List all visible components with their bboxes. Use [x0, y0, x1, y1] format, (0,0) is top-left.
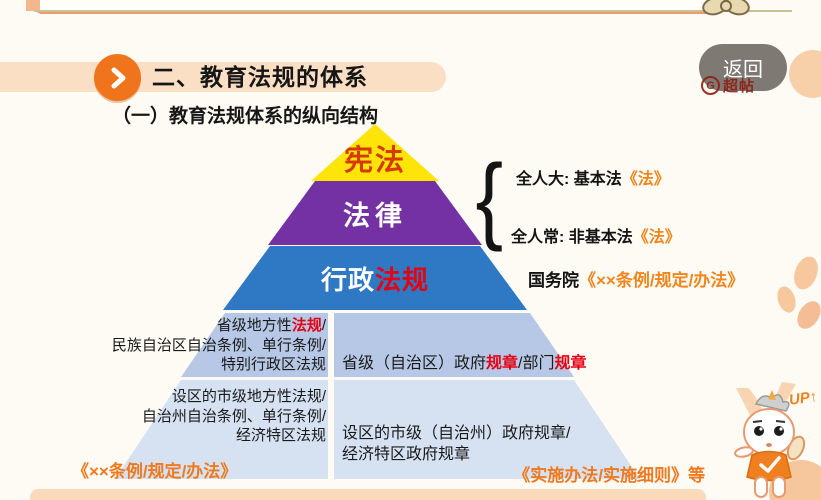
row4-right-text: 省级（自治区）政府规章/部门规章 [342, 355, 587, 372]
ribbon-bow-icon [702, 0, 750, 16]
page-subtitle: （一）教育法规体系的纵向结构 [112, 106, 379, 127]
note-ordinances: 《××条例/规定/办法》 [72, 462, 238, 481]
leaf-decoration [792, 296, 821, 334]
row4-right-cell [334, 313, 574, 377]
state-council-annotation: 国务院《××条例/规定/办法》 [528, 271, 745, 290]
red-emphasis: 规章 [554, 355, 587, 372]
row5-right-text: 设区的市级（自治州）政府规章/ 经济特区政府规章 [342, 425, 571, 463]
curly-brace: { [475, 145, 504, 253]
law-label: 法律 [343, 200, 407, 231]
leaf-decoration [774, 284, 799, 315]
bottom-peach-strip [30, 489, 706, 500]
orange-emphasis: 《××条例/规定/办法》 [579, 271, 745, 290]
admin-label-red: 法规 [375, 264, 430, 295]
title-highlight-band [0, 62, 446, 92]
orange-emphasis: 《法》 [621, 171, 670, 188]
peach-blob-decoration [789, 50, 821, 98]
note-implementation: 《实施办法/实施细则》等 [513, 466, 705, 485]
red-emphasis: 规章 [486, 355, 519, 372]
leaf-decoration [789, 253, 821, 293]
row5-left-text: 设区的市级地方性法规/ 自治州自治条例、单行条例/ 经济特区法规 [141, 388, 326, 444]
constitution-label: 宪法 [343, 145, 406, 177]
page-title: 二、教育法规的体系 [152, 64, 368, 90]
npc-standing-annotation: 全人常: 非基本法《法》 [511, 229, 681, 246]
red-emphasis: 法规 [291, 317, 322, 334]
watermark: G 超帖 [701, 75, 755, 96]
pyramid-level-admin-regulations: 行政法规 [223, 246, 527, 310]
watermark-logo-icon: G [701, 76, 720, 95]
back-button[interactable]: 返回 [699, 44, 787, 91]
frame-left-strip [26, 0, 40, 11]
orange-emphasis: 《法》 [632, 229, 681, 246]
mascot-unicorn [734, 382, 806, 498]
divider-line [34, 10, 792, 12]
pyramid-level-law: 法律 [268, 181, 482, 245]
row4-left-text: 省级地方性法规/ 民族自治区自治条例、单行条例/ 特别行政区法规 [111, 317, 326, 373]
admin-label-white: 行政 [320, 264, 375, 295]
section-bullet-badge [94, 54, 141, 101]
pyramid-level-constitution: 宪法 [311, 124, 439, 181]
watermark-text: 超帖 [723, 78, 756, 95]
chevron-right-icon [111, 67, 125, 88]
npc-annotation: 全人大: 基本法《法》 [516, 171, 670, 188]
